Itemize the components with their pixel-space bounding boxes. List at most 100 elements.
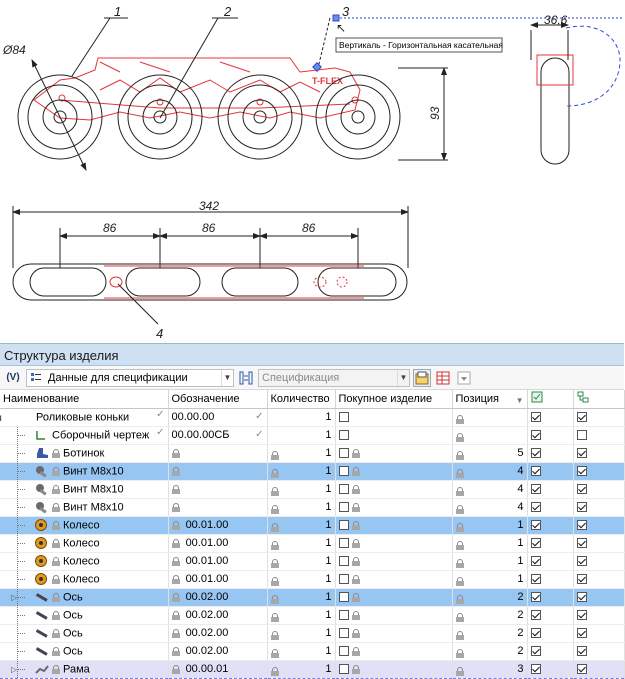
cell-position[interactable]: 5 xyxy=(452,444,528,463)
tree-branch[interactable] xyxy=(3,498,35,516)
cell-name[interactable]: Колесо xyxy=(0,552,169,571)
technical-drawing[interactable]: T-FLEX Ø84 xyxy=(0,0,624,342)
cell-position[interactable]: 3 xyxy=(452,659,528,679)
tree-branch[interactable] xyxy=(3,534,35,552)
col-name-header[interactable]: Наименование xyxy=(0,390,169,409)
cell-include[interactable] xyxy=(527,534,574,553)
cell-quantity[interactable]: 1 xyxy=(267,498,336,517)
cell-name[interactable]: Сборочный чертеж✓ xyxy=(0,426,169,445)
purchased-checkbox[interactable] xyxy=(338,556,349,567)
chevron-down-icon[interactable]: ▼ xyxy=(397,369,409,386)
tree-branch[interactable] xyxy=(3,426,35,444)
cell-include[interactable] xyxy=(527,552,574,571)
col-hierarchy-header[interactable] xyxy=(573,390,625,409)
cell-name[interactable]: ▷Рама xyxy=(0,659,169,679)
cell-designation[interactable]: 00.01.00 xyxy=(168,516,268,535)
cell-designation[interactable] xyxy=(168,462,268,481)
tree-branch[interactable] xyxy=(3,606,35,624)
cell-quantity[interactable]: 1 xyxy=(267,659,336,679)
col-purchased-header[interactable]: Покупное изделие xyxy=(335,390,453,409)
cell-designation[interactable]: 00.00.00✓ xyxy=(168,408,268,427)
hierarchy-checkbox[interactable] xyxy=(576,502,587,513)
variables-button[interactable]: (V) xyxy=(6,372,20,383)
table-row[interactable]: Сборочный чертеж✓00.00.00СБ✓1 xyxy=(0,426,625,445)
cell-position[interactable]: 1 xyxy=(452,534,528,553)
include-checkbox[interactable] xyxy=(530,664,541,675)
hierarchy-checkbox[interactable] xyxy=(576,484,587,495)
include-checkbox[interactable] xyxy=(530,556,541,567)
cell-position[interactable]: 2 xyxy=(452,606,528,625)
open-report-icon[interactable] xyxy=(413,368,431,387)
cell-name[interactable]: Ботинок xyxy=(0,444,169,463)
cell-include[interactable] xyxy=(527,588,574,607)
cell-name[interactable]: Ось xyxy=(0,642,169,661)
include-checkbox[interactable] xyxy=(530,520,541,531)
cell-hierarchy[interactable] xyxy=(573,659,625,679)
cell-position[interactable] xyxy=(452,408,528,427)
hierarchy-checkbox[interactable] xyxy=(576,646,587,657)
purchased-checkbox[interactable] xyxy=(338,610,349,621)
cell-position[interactable]: 4 xyxy=(452,462,528,481)
cell-name[interactable]: Ось xyxy=(0,606,169,625)
cell-position[interactable]: 2 xyxy=(452,588,528,607)
cell-purchased[interactable] xyxy=(335,606,453,625)
hierarchy-checkbox[interactable] xyxy=(576,412,587,423)
col-include-header[interactable] xyxy=(527,390,574,409)
cell-designation[interactable] xyxy=(168,498,268,517)
include-checkbox[interactable] xyxy=(530,592,541,603)
cell-include[interactable] xyxy=(527,570,574,589)
cell-name[interactable]: Винт M8x10 xyxy=(0,480,169,499)
table-settings-icon[interactable] xyxy=(434,369,452,387)
cell-include[interactable] xyxy=(527,516,574,535)
cell-purchased[interactable] xyxy=(335,444,453,463)
purchased-checkbox[interactable] xyxy=(338,502,349,513)
cell-position[interactable]: 4 xyxy=(452,480,528,499)
tree-branch[interactable]: ▷ xyxy=(3,588,35,606)
cell-quantity[interactable]: 1 xyxy=(267,444,336,463)
cell-position[interactable]: 4 xyxy=(452,498,528,517)
cell-quantity[interactable]: 1 xyxy=(267,426,336,445)
cell-designation[interactable] xyxy=(168,444,268,463)
cell-designation[interactable] xyxy=(168,480,268,499)
col-position-header[interactable]: Позиция▼ xyxy=(452,390,528,409)
cell-hierarchy[interactable] xyxy=(573,624,625,643)
cell-include[interactable] xyxy=(527,480,574,499)
chevron-down-icon[interactable]: ▼ xyxy=(221,369,233,386)
cell-hierarchy[interactable] xyxy=(573,498,625,517)
hierarchy-checkbox[interactable] xyxy=(576,664,587,675)
cell-hierarchy[interactable] xyxy=(573,444,625,463)
cell-designation[interactable]: 00.02.00 xyxy=(168,588,268,607)
col-quantity-header[interactable]: Количество xyxy=(267,390,336,409)
hierarchy-checkbox[interactable] xyxy=(576,448,587,459)
purchased-checkbox[interactable] xyxy=(338,574,349,585)
cell-include[interactable] xyxy=(527,444,574,463)
filter-icon[interactable] xyxy=(455,369,473,387)
cell-hierarchy[interactable] xyxy=(573,570,625,589)
table-row[interactable]: ◢Роликовые коньки✓00.00.00✓1 xyxy=(0,408,625,427)
cell-include[interactable] xyxy=(527,408,574,427)
purchased-checkbox[interactable] xyxy=(338,646,349,657)
cell-include[interactable] xyxy=(527,659,574,679)
cell-include[interactable] xyxy=(527,498,574,517)
cell-quantity[interactable]: 1 xyxy=(267,552,336,571)
include-checkbox[interactable] xyxy=(530,538,541,549)
cell-purchased[interactable] xyxy=(335,552,453,571)
cell-quantity[interactable]: 1 xyxy=(267,480,336,499)
tree-branch[interactable]: ▷ xyxy=(3,660,35,678)
hierarchy-checkbox[interactable] xyxy=(576,520,587,531)
cell-include[interactable] xyxy=(527,642,574,661)
cell-purchased[interactable] xyxy=(335,480,453,499)
cell-position[interactable]: 1 xyxy=(452,516,528,535)
cell-hierarchy[interactable] xyxy=(573,408,625,427)
cell-position[interactable]: 1 xyxy=(452,552,528,571)
include-checkbox[interactable] xyxy=(530,610,541,621)
cell-include[interactable] xyxy=(527,624,574,643)
cell-designation[interactable]: 00.01.00 xyxy=(168,570,268,589)
purchased-checkbox[interactable] xyxy=(338,520,349,531)
